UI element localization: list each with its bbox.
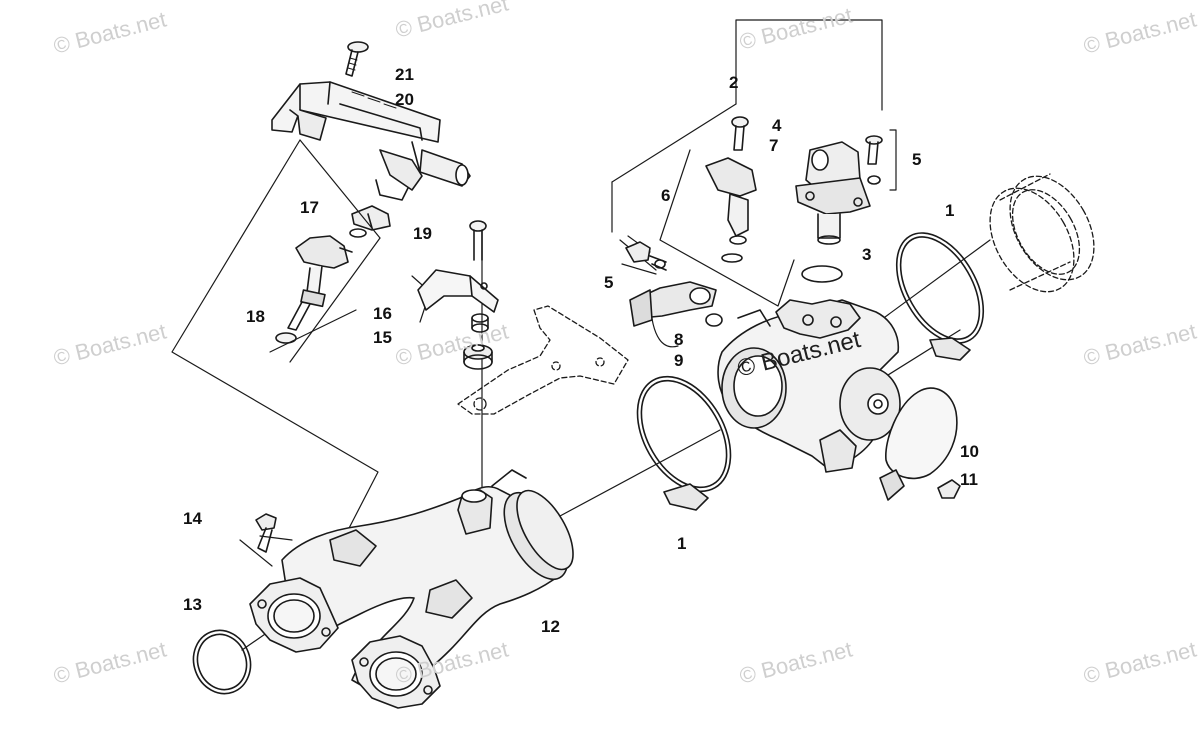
callout-5-left: 5 <box>604 273 614 292</box>
fuel-injector <box>275 235 353 344</box>
callout-1-lower: 1 <box>677 534 687 553</box>
callout-21: 21 <box>395 65 414 84</box>
callout-11: 11 <box>960 470 978 489</box>
o-ring-17 <box>349 228 367 238</box>
callout-17: 17 <box>300 198 319 217</box>
callout-1-upper: 1 <box>945 201 955 220</box>
callout-5-top: 5 <box>912 150 922 169</box>
retainer-19 <box>351 205 391 231</box>
screw-7 <box>731 116 749 151</box>
bolt-16 <box>469 220 487 261</box>
screw-5-left <box>625 241 667 271</box>
callout-16: 16 <box>373 304 392 323</box>
screw-21 <box>345 41 369 77</box>
callout-14: 14 <box>183 509 202 528</box>
tps-sensor <box>629 281 723 327</box>
callout-19: 19 <box>413 224 432 243</box>
callout-2: 2 <box>729 73 739 92</box>
intake-manifold <box>249 469 574 709</box>
clamp-lower <box>636 375 732 511</box>
screw-11 <box>937 479 961 499</box>
callout-4: 4 <box>772 116 782 135</box>
callout-13: 13 <box>183 595 202 614</box>
idle-air-valve <box>795 141 871 245</box>
grommet-15 <box>463 313 493 370</box>
callout-6: 6 <box>661 186 671 205</box>
bolt-14 <box>255 513 277 553</box>
callout-8: 8 <box>674 330 684 349</box>
callout-12: 12 <box>541 617 560 636</box>
screw-5-top <box>865 135 883 185</box>
bracket-16 <box>417 269 499 313</box>
plate <box>457 305 629 415</box>
callout-10: 10 <box>960 442 979 461</box>
map-sensor <box>705 157 757 263</box>
air-boot <box>989 173 1095 293</box>
clamp-upper <box>895 232 985 361</box>
callout-7: 7 <box>769 136 779 155</box>
fuel-rail <box>271 81 471 201</box>
callout-20: 20 <box>395 90 414 109</box>
cover-10 <box>879 387 958 501</box>
callout-18: 18 <box>246 307 265 326</box>
callout-9: 9 <box>674 351 684 370</box>
throttle-body <box>717 299 901 473</box>
o-ring-3 <box>801 265 843 283</box>
callout-15: 15 <box>373 328 392 347</box>
callout-3: 3 <box>862 245 872 264</box>
o-ring-13 <box>192 629 252 695</box>
